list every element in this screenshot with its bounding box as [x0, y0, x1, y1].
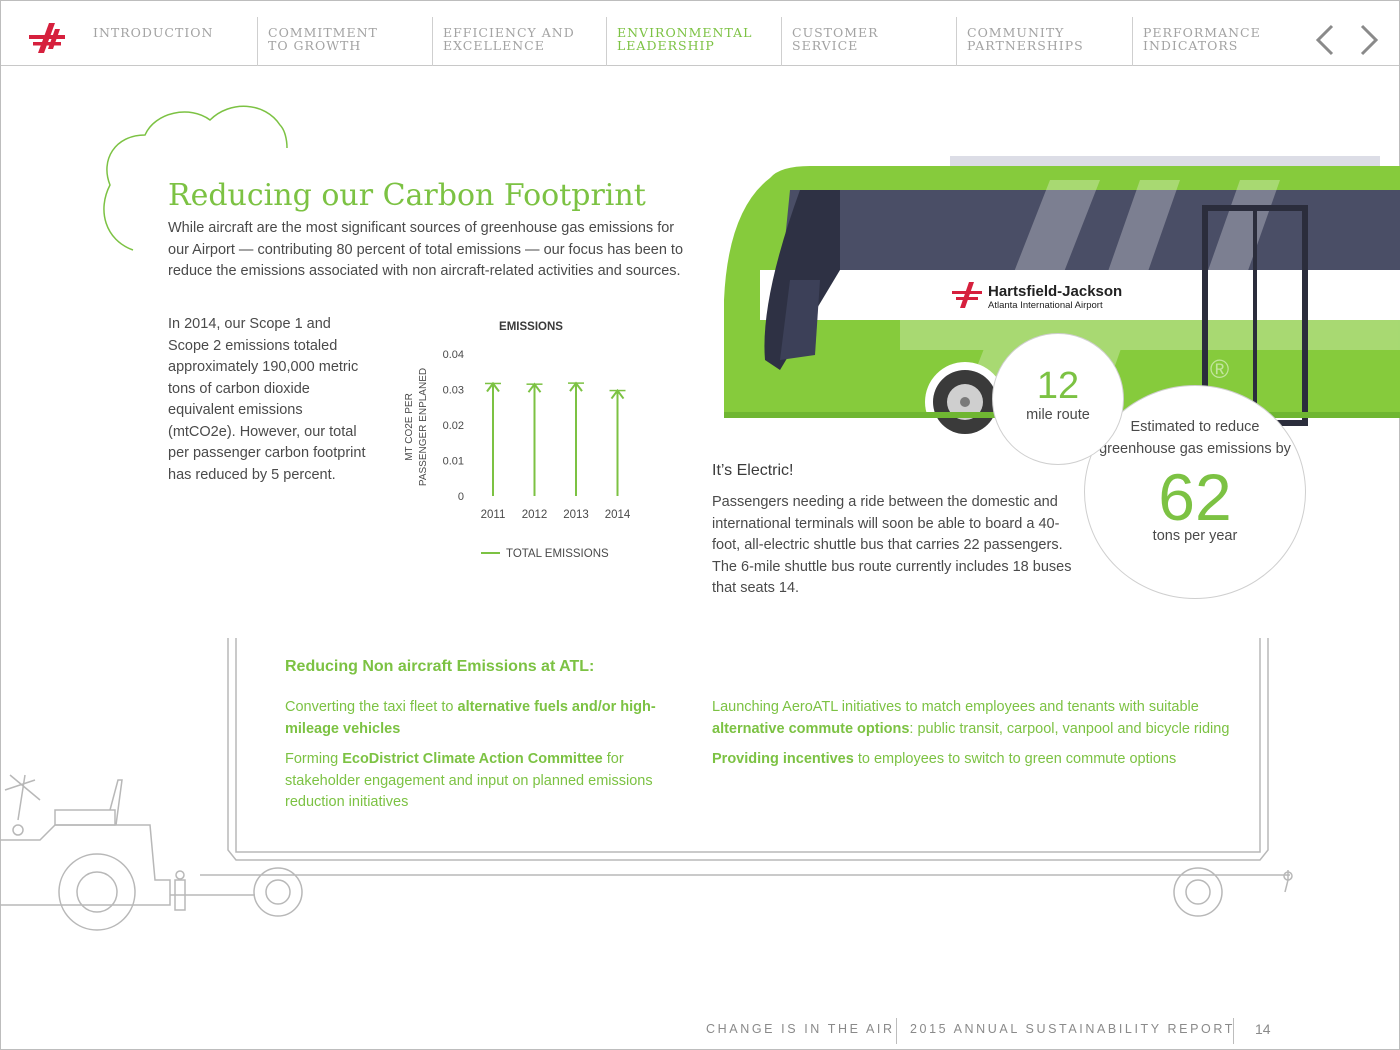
cloud-outline-icon: [103, 105, 288, 251]
top-nav: INTRODUCTION COMMITMENT TO GROWTH EFFICI…: [1, 1, 1399, 66]
tab-efficiency-and-excellence[interactable]: EFFICIENCY AND EXCELLENCE: [432, 17, 607, 66]
legend-label: TOTAL EMISSIONS: [506, 548, 609, 560]
footer-report-title: 2015 ANNUAL SUSTAINABILITY REPORT: [910, 1022, 1236, 1036]
intro-paragraph: While aircraft are the most significant …: [168, 220, 684, 279]
bus-brand-subline: Atlanta International Airport: [988, 300, 1103, 311]
y-tick-label: 0.04: [443, 349, 464, 361]
initiative-item: Providing incentives to employees to swi…: [712, 751, 1177, 767]
y-tick-label: 0.03: [443, 385, 464, 397]
route-length-circle: 12 mile route: [992, 333, 1124, 465]
airport-logo-icon[interactable]: [27, 21, 67, 55]
tab-performance-indicators[interactable]: PERFORMANCE INDICATORS: [1132, 17, 1297, 66]
x-tick-label: 2011: [481, 509, 506, 521]
tab-introduction[interactable]: INTRODUCTION: [93, 25, 214, 40]
footer-divider: [896, 1018, 897, 1044]
x-tick-label: 2013: [563, 509, 589, 521]
initiatives-heading: Reducing Non aircraft Emissions at ATL:: [285, 658, 595, 675]
y-axis-label: MT CO2E PER: [404, 393, 415, 461]
route-length-number: 12: [1036, 365, 1080, 407]
x-tick-label: 2014: [605, 509, 631, 521]
reduction-caption-top: Estimated to reduce greenhouse gas emiss…: [1099, 419, 1291, 457]
initiative-item: Forming EcoDistrict Climate Action Commi…: [285, 751, 653, 810]
tab-community-partnerships[interactable]: COMMUNITY PARTNERSHIPS: [956, 17, 1132, 66]
tab-customer-service[interactable]: CUSTOMER SERVICE: [781, 17, 956, 66]
tab-commitment-to-growth[interactable]: COMMITMENT TO GROWTH: [257, 17, 432, 66]
emissions-reduction-circle: Estimated to reduce greenhouse gas emiss…: [1084, 385, 1306, 599]
baggage-cart-illustration: [0, 638, 1293, 931]
electric-paragraph: Passengers needing a ride between the do…: [712, 494, 1072, 596]
route-length-caption: mile route: [1026, 407, 1090, 423]
initiatives-right-list: Launching AeroATL initiatives to match e…: [712, 697, 1232, 780]
x-tick-label: 2012: [522, 509, 548, 521]
registered-mark-icon: ®: [1210, 354, 1229, 384]
y-tick-label: 0: [458, 491, 464, 503]
initiative-item: Converting the taxi fleet to alternative…: [285, 699, 656, 737]
next-page-icon[interactable]: [1353, 23, 1383, 57]
y-tick-label: 0.02: [443, 420, 464, 432]
footer-divider: [1233, 1018, 1234, 1044]
electric-heading: It’s Electric!: [712, 462, 794, 479]
initiatives-left-list: Converting the taxi fleet to alternative…: [285, 697, 675, 823]
initiative-item: Launching AeroATL initiatives to match e…: [712, 699, 1230, 737]
page-number: 14: [1255, 1021, 1271, 1037]
scope-emissions-paragraph: In 2014, our Scope 1 and Scope 2 emissio…: [168, 316, 366, 483]
footer-tagline: CHANGE IS IN THE AIR: [706, 1022, 895, 1036]
bus-brand-name: Hartsfield-Jackson: [988, 283, 1122, 300]
chart-title: EMISSIONS: [499, 321, 563, 333]
tab-environmental-leadership[interactable]: ENVIRONMENTAL LEADERSHIP: [606, 17, 781, 66]
electric-bus-illustration: Hartsfield-Jackson Atlanta International…: [724, 156, 1400, 442]
page-title: Reducing our Carbon Footprint: [168, 178, 646, 214]
y-axis-label: PASSENGER ENPLANED: [418, 368, 429, 486]
reduction-caption-bottom: tons per year: [1152, 528, 1238, 544]
reduction-number: 62: [1158, 460, 1232, 534]
prev-page-icon[interactable]: [1311, 23, 1341, 57]
y-tick-label: 0.01: [443, 456, 464, 468]
